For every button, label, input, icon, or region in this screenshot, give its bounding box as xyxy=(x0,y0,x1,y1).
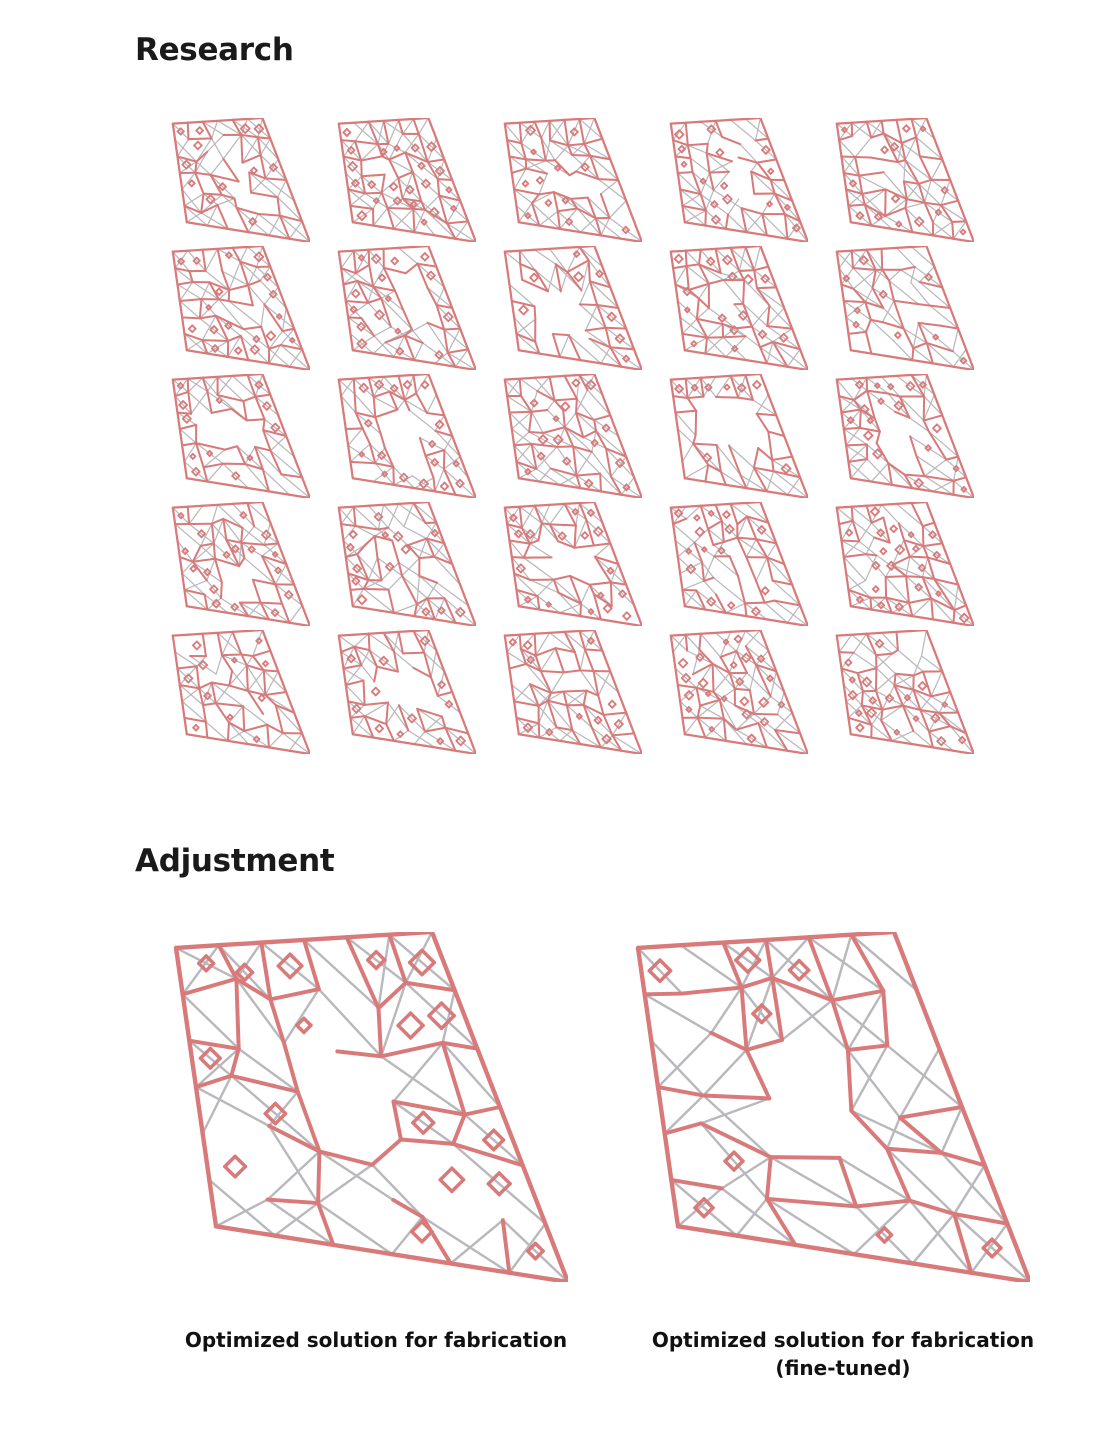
caption-optimized: Optimized solution for fabrication xyxy=(166,1326,586,1354)
research-variant-diagram xyxy=(835,374,974,498)
research-variant-diagram xyxy=(835,502,974,626)
optimized-pattern-diagram xyxy=(173,932,568,1282)
research-variant-diagram xyxy=(669,502,808,626)
research-variant-diagram xyxy=(503,246,642,370)
research-variant-diagram xyxy=(337,374,476,498)
research-variant-diagram xyxy=(171,374,310,498)
research-variant-diagram xyxy=(669,246,808,370)
adjustment-title: Adjustment xyxy=(135,843,335,879)
research-variant-diagram xyxy=(171,630,310,754)
research-variant-diagram xyxy=(503,118,642,242)
research-variant-diagram xyxy=(171,118,310,242)
research-variant-diagram xyxy=(337,118,476,242)
research-variant-diagram xyxy=(669,118,808,242)
optimized-pattern-diagram-fine-tuned xyxy=(635,932,1030,1282)
caption-line: Optimized solution for fabrication xyxy=(184,1328,568,1352)
research-variant-diagram xyxy=(835,246,974,370)
research-variant-diagram xyxy=(503,630,642,754)
research-variant-diagram xyxy=(669,630,808,754)
research-variant-diagram xyxy=(835,118,974,242)
research-variants-grid xyxy=(170,118,990,768)
caption-line: Optimized solution for fabrication xyxy=(651,1328,1035,1352)
research-title: Research xyxy=(135,32,294,68)
research-variant-diagram xyxy=(503,374,642,498)
research-variant-diagram xyxy=(337,502,476,626)
research-variant-diagram xyxy=(171,246,310,370)
research-variant-diagram xyxy=(337,246,476,370)
caption-optimized-fine-tuned: Optimized solution for fabrication (fine… xyxy=(633,1326,1053,1382)
research-variant-diagram xyxy=(835,630,974,754)
research-variant-diagram xyxy=(337,630,476,754)
research-variant-diagram xyxy=(171,502,310,626)
caption-subline: (fine-tuned) xyxy=(775,1356,911,1380)
research-variant-diagram xyxy=(503,502,642,626)
research-variant-diagram xyxy=(669,374,808,498)
